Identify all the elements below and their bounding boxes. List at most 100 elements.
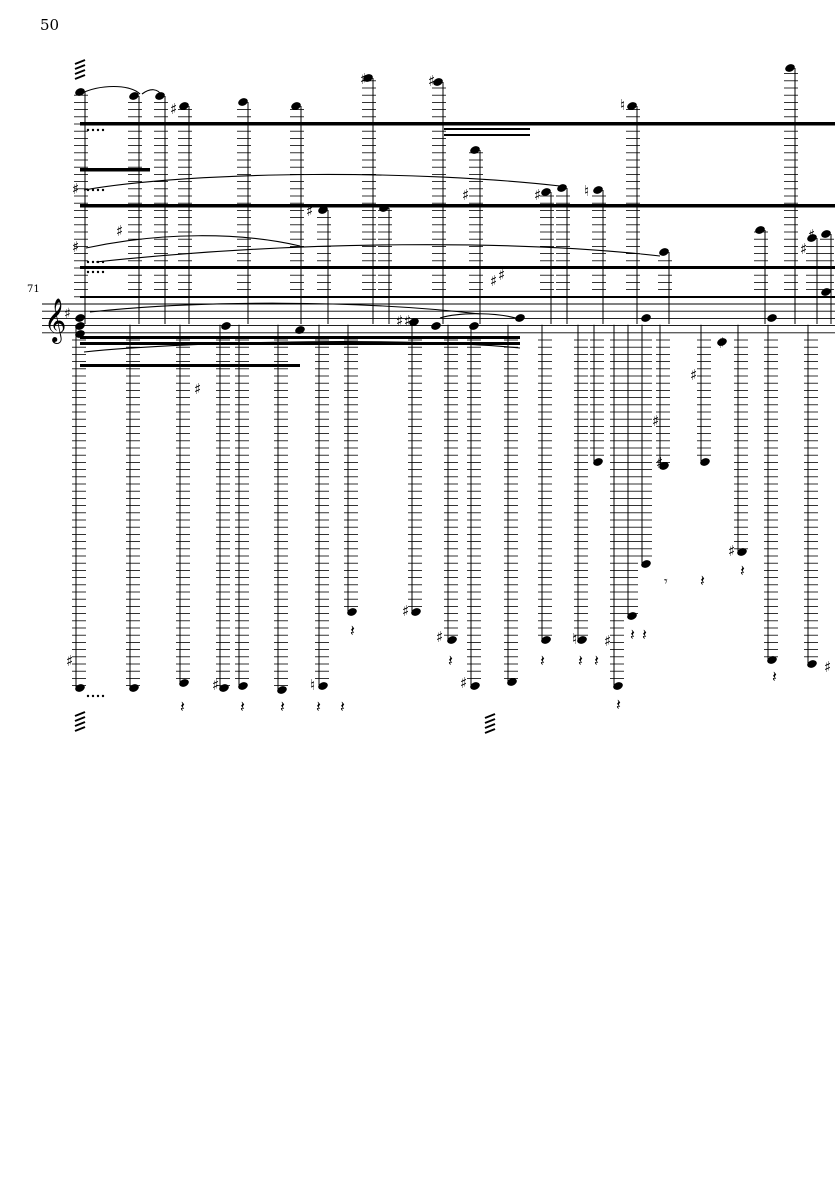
tremolo-mark <box>74 59 86 65</box>
tremolo-mark <box>74 726 86 732</box>
quarter-rest-icon: 𝄽 <box>642 625 647 644</box>
notehead <box>717 338 727 346</box>
dot <box>96 128 100 132</box>
quarter-rest-icon: 𝄽 <box>616 695 621 714</box>
beam <box>80 342 520 345</box>
beam <box>80 336 520 339</box>
notehead <box>755 226 765 234</box>
notehead <box>737 548 747 556</box>
beam <box>80 364 300 367</box>
accidental-icon: ♯ <box>808 226 815 244</box>
notehead <box>75 88 85 96</box>
quarter-rest-icon: 𝄽 <box>180 697 185 716</box>
dot <box>91 270 95 274</box>
dot <box>86 694 90 698</box>
beam <box>444 128 530 130</box>
dot <box>96 694 100 698</box>
accidental-icon: ♯ <box>170 100 177 118</box>
dot <box>86 128 90 132</box>
accidental-icon: ♮ <box>572 630 577 648</box>
accidental-icon: ♯ <box>360 70 367 88</box>
tremolo-mark <box>74 721 86 727</box>
accidental-icon: ♮ <box>620 96 625 114</box>
quarter-rest-icon: 𝄽 <box>772 667 777 686</box>
accidental-icon: ♯ <box>462 186 469 204</box>
notehead <box>807 234 817 242</box>
accidental-icon: ♯ <box>212 676 219 694</box>
notehead <box>129 684 139 692</box>
notehead <box>767 656 777 664</box>
notehead <box>470 146 480 154</box>
quarter-rest-icon: 𝄽 <box>700 571 705 590</box>
accidental-icon: ♯ <box>72 180 79 198</box>
ledger-lines <box>72 73 834 686</box>
accidental-icon: ♯ <box>490 272 497 290</box>
accidental-icon: ♯ <box>656 454 663 472</box>
notehead <box>785 64 795 72</box>
beam <box>444 122 530 124</box>
slur <box>79 86 141 95</box>
dot <box>86 270 90 274</box>
notehead <box>659 248 669 256</box>
notehead <box>129 92 139 100</box>
accidental-icon: ♯ <box>428 72 435 90</box>
slur <box>439 313 523 321</box>
notehead <box>277 686 287 694</box>
notehead <box>507 678 517 686</box>
svg-text:♯: ♯ <box>64 306 71 322</box>
accidental-icon: ♯ <box>460 674 467 692</box>
notehead <box>221 322 231 330</box>
notehead <box>431 322 441 330</box>
slur <box>83 341 521 353</box>
dot <box>96 270 100 274</box>
quarter-rest-icon: 𝄽 <box>316 697 321 716</box>
notehead <box>363 74 373 82</box>
tremolo-mark <box>484 728 496 734</box>
tremolo-mark <box>74 74 86 80</box>
notehead <box>767 314 777 322</box>
notehead <box>219 684 229 692</box>
tremolo-mark <box>74 69 86 75</box>
notehead <box>433 78 443 86</box>
accidentals: ♯♯♯♮♯♯♯♮♯♯♯♯♯♯♯♯♯♯♯♯♯♯♯♯♯♯♯♯♮♯♮♯ <box>66 70 831 694</box>
notehead <box>155 92 165 100</box>
dot <box>91 128 95 132</box>
dot <box>86 188 90 192</box>
notehead <box>238 682 248 690</box>
notehead <box>179 102 189 110</box>
accidental-icon: ♯ <box>72 238 79 256</box>
notehead <box>75 322 85 330</box>
dot <box>91 260 95 264</box>
dot <box>86 260 90 264</box>
accidental-icon: ♯ <box>652 412 659 430</box>
notehead <box>613 682 623 690</box>
notehead <box>541 188 551 196</box>
notehead <box>379 204 389 212</box>
notehead <box>411 608 421 616</box>
notehead <box>593 186 603 194</box>
notehead <box>75 684 85 692</box>
quarter-rest-icon: 𝄽 <box>740 561 745 580</box>
notehead <box>627 612 637 620</box>
notehead <box>641 314 651 322</box>
tremolo-mark <box>74 64 86 70</box>
rests: 𝄽𝄽𝄽𝄽𝄽𝄽𝄽𝄽𝄽𝄽𝄽𝄽𝄽𝄽𝄽𝄽𝄾 <box>180 561 777 716</box>
beam <box>80 168 150 172</box>
quarter-rest-icon: 𝄽 <box>540 651 545 670</box>
beam <box>80 204 835 208</box>
svg-text:𝄞: 𝄞 <box>44 298 66 344</box>
notehead <box>447 636 457 644</box>
notehead <box>318 682 328 690</box>
notehead <box>641 560 651 568</box>
notehead <box>179 679 189 687</box>
beam <box>80 296 835 298</box>
tremolo-mark <box>74 711 86 717</box>
accidental-icon: ♯ <box>824 658 831 676</box>
dot <box>91 694 95 698</box>
accidental-icon: ♯ <box>718 334 725 352</box>
dot <box>101 188 105 192</box>
quarter-rest-icon: 𝄽 <box>448 651 453 670</box>
accidental-icon: ♯ <box>604 632 611 650</box>
beams <box>74 59 835 734</box>
quarter-rest-icon: 𝄽 <box>578 651 583 670</box>
